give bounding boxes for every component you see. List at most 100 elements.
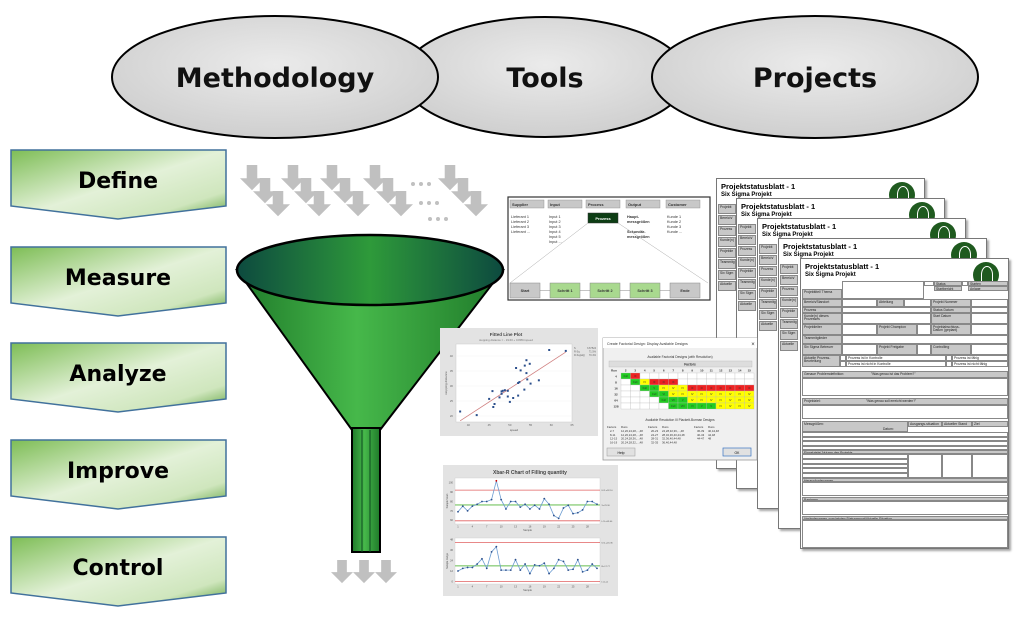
resolution-label: IV — [710, 398, 713, 402]
data-point — [586, 569, 589, 572]
data-point — [514, 558, 517, 561]
data-point — [466, 566, 469, 569]
data-point — [591, 563, 594, 565]
down-arrow-icon — [346, 191, 370, 217]
data-point — [505, 508, 507, 510]
field-input[interactable] — [842, 344, 877, 355]
metric-row[interactable] — [802, 436, 1008, 441]
field-input[interactable] — [971, 299, 1008, 307]
pb-factors: 24-27 — [651, 433, 659, 437]
phase-shape — [10, 342, 227, 413]
benefit-row[interactable] — [802, 463, 908, 469]
field-input[interactable] — [842, 281, 924, 299]
run-value: 32 — [614, 392, 618, 396]
field-label: Prozess — [738, 246, 756, 256]
design-cell — [687, 372, 698, 380]
customer-item: Kunde 2 — [667, 220, 681, 224]
metric-row[interactable] — [802, 432, 1008, 437]
field-input[interactable] — [962, 281, 968, 286]
help-button[interactable]: Help — [606, 447, 636, 457]
design-cell — [734, 372, 745, 380]
field-input[interactable] — [946, 361, 952, 367]
field-input[interactable] — [842, 324, 877, 335]
input-item: Input 5 — [549, 235, 561, 239]
metric-row[interactable] — [802, 445, 1008, 450]
design-cell — [639, 402, 650, 410]
data-point — [548, 349, 551, 351]
field-input[interactable] — [802, 378, 1008, 396]
pb-header: Runs — [621, 425, 628, 429]
benefit-row[interactable] — [802, 454, 908, 459]
field-input[interactable] — [842, 299, 877, 307]
factor-col: 13 — [729, 369, 733, 373]
field-input[interactable] — [842, 313, 931, 324]
pb-factors: 40-43 — [697, 433, 705, 437]
benefit-row[interactable] — [802, 458, 908, 464]
field-input[interactable] — [908, 454, 942, 478]
field-input[interactable] — [840, 361, 846, 367]
data-point — [567, 504, 570, 507]
field-input[interactable] — [917, 324, 931, 335]
down-arrow-icon — [320, 165, 344, 191]
data-point — [498, 396, 501, 399]
field-input[interactable] — [802, 405, 1008, 419]
benefit-row[interactable] — [802, 473, 908, 478]
factor-col: 8 — [682, 369, 684, 373]
pb-runs: 44,48 — [708, 433, 715, 437]
pb-factors: 8-11 — [610, 433, 616, 437]
data-point — [517, 382, 520, 384]
close-icon[interactable]: × — [751, 342, 755, 348]
field-input[interactable] — [802, 520, 1008, 548]
field-input[interactable] — [946, 355, 952, 361]
input-arrows — [240, 165, 488, 217]
field-input[interactable] — [802, 482, 1008, 496]
output-item: Haupt- — [627, 215, 640, 219]
oval-projects: Projects — [651, 15, 979, 139]
down-arrow-icon — [307, 191, 331, 217]
x-tick: 16 — [528, 585, 531, 589]
sipoc-header-cell — [509, 199, 545, 209]
y-label: Sample Mean — [446, 493, 449, 508]
resolution-label: VIII — [681, 404, 685, 408]
field-input[interactable] — [924, 281, 934, 286]
data-point — [543, 497, 546, 500]
field-label: Aktuelle — [759, 321, 777, 331]
design-cell — [696, 372, 707, 380]
resolution-label: III — [663, 380, 665, 384]
resolution-label: III — [710, 386, 712, 390]
field-input[interactable] — [904, 299, 931, 307]
field-input[interactable] — [840, 355, 846, 361]
metric-row[interactable] — [802, 441, 1008, 446]
y-tick: 12 — [450, 569, 453, 573]
ok-button[interactable]: OK — [722, 447, 752, 457]
field-input[interactable] — [917, 344, 931, 355]
field-input[interactable] — [842, 335, 1008, 344]
resolution-label: IV — [739, 404, 742, 408]
resolution-label: Full — [643, 386, 648, 390]
data-point — [523, 364, 526, 367]
data-point — [500, 498, 503, 501]
y-tick: 70 — [450, 509, 453, 513]
step-label: Schritt 2 — [597, 289, 612, 293]
field-input[interactable] — [971, 307, 1008, 313]
field-input[interactable] — [971, 313, 1008, 324]
resolution-label: IV — [701, 398, 704, 402]
field-input[interactable] — [802, 501, 1008, 515]
field-input[interactable] — [972, 454, 1008, 478]
field-input[interactable] — [842, 307, 931, 313]
field-label: Projektle — [780, 308, 798, 318]
benefit-row[interactable] — [802, 468, 908, 474]
field-label: Prozess — [759, 266, 777, 276]
field-input[interactable] — [971, 324, 1008, 335]
field-input[interactable] — [971, 344, 1008, 355]
down-arrow-icon — [438, 165, 462, 191]
sipoc-header: Supplier — [512, 202, 528, 207]
field-input[interactable] — [942, 454, 972, 478]
data-point — [476, 563, 479, 565]
factor-col: 10 — [700, 369, 704, 373]
data-point — [461, 505, 464, 508]
output-item: messgrößen — [627, 220, 650, 224]
field-label: Prozess — [718, 226, 736, 236]
limit-label: X=76.30 — [602, 505, 611, 507]
resolution-label: IV — [720, 404, 723, 408]
